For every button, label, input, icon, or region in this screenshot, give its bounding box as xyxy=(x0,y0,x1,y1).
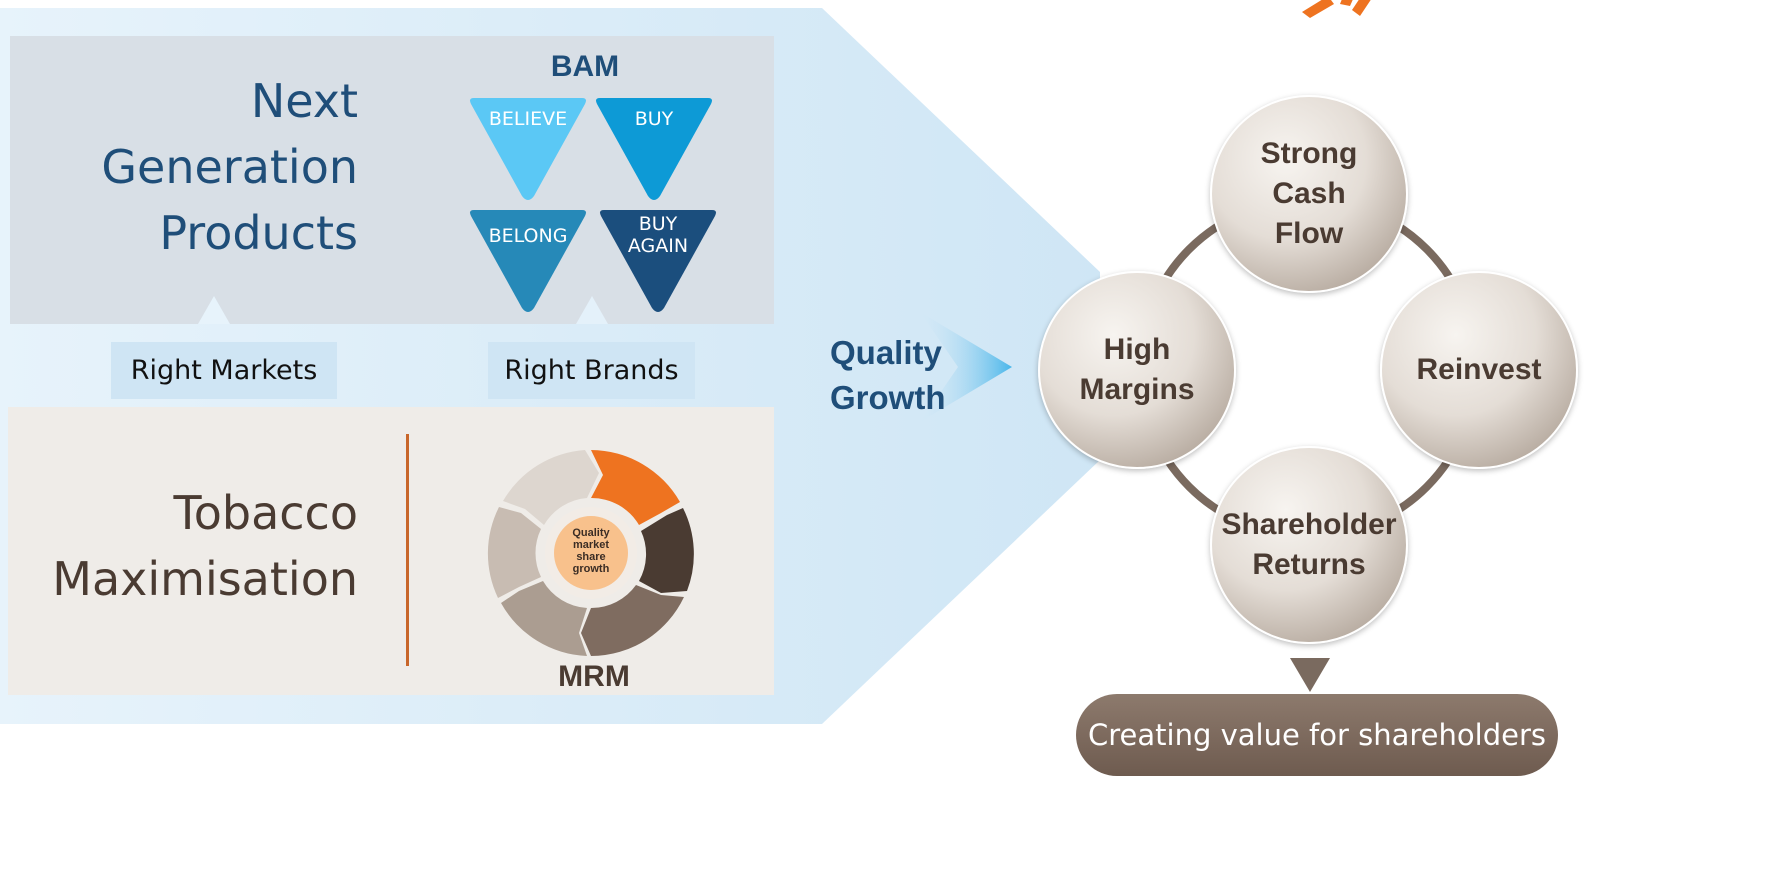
bam-triangles xyxy=(470,98,716,312)
right-brands-label: Right Brands xyxy=(488,342,695,399)
circle-strong-cash-flow: Strong Cash Flow xyxy=(1210,95,1408,293)
triangle-buy xyxy=(596,98,712,200)
brand-logo xyxy=(1290,0,1490,22)
next-generation-title: Next Generation Products xyxy=(101,74,358,260)
mrm-segment-6 xyxy=(503,450,599,525)
circle-reinvest: Reinvest xyxy=(1380,271,1578,469)
right-markets-label: Right Markets xyxy=(111,342,337,399)
mrm-segment-2 xyxy=(639,508,694,593)
quality-growth-label: Quality Growth xyxy=(830,334,946,416)
mrm-label: MRM xyxy=(558,660,630,693)
panel-divider xyxy=(406,434,409,666)
mrm-segment-4 xyxy=(501,581,587,656)
creating-value-banner: Creating value for shareholders xyxy=(1076,694,1558,776)
quality-growth-arrow xyxy=(920,312,1012,422)
mrm-segment-5 xyxy=(487,507,541,598)
triangle-buy-again xyxy=(600,210,716,312)
mrm-wheel xyxy=(487,450,694,656)
bam-label: BAM xyxy=(550,50,620,83)
triangle-belong xyxy=(470,210,586,312)
mrm-segment-1 xyxy=(591,450,680,525)
down-arrow-icon xyxy=(1290,658,1330,692)
mrm-segment-3 xyxy=(581,585,684,656)
mrm-center-text: Quality market share growth xyxy=(572,527,610,575)
buy-again-label: BUY AGAIN xyxy=(627,213,689,257)
circle-shareholder-returns: Shareholder Returns xyxy=(1210,446,1408,644)
buy-label: BUY xyxy=(634,108,674,130)
tobacco-maximisation-title: Tobacco Maximisation xyxy=(52,486,358,606)
belong-label: BELONG xyxy=(488,225,568,247)
circle-high-margins: High Margins xyxy=(1038,271,1236,469)
triangle-believe xyxy=(470,98,586,200)
mrm-center xyxy=(554,516,628,590)
believe-label: BELIEVE xyxy=(488,108,568,130)
